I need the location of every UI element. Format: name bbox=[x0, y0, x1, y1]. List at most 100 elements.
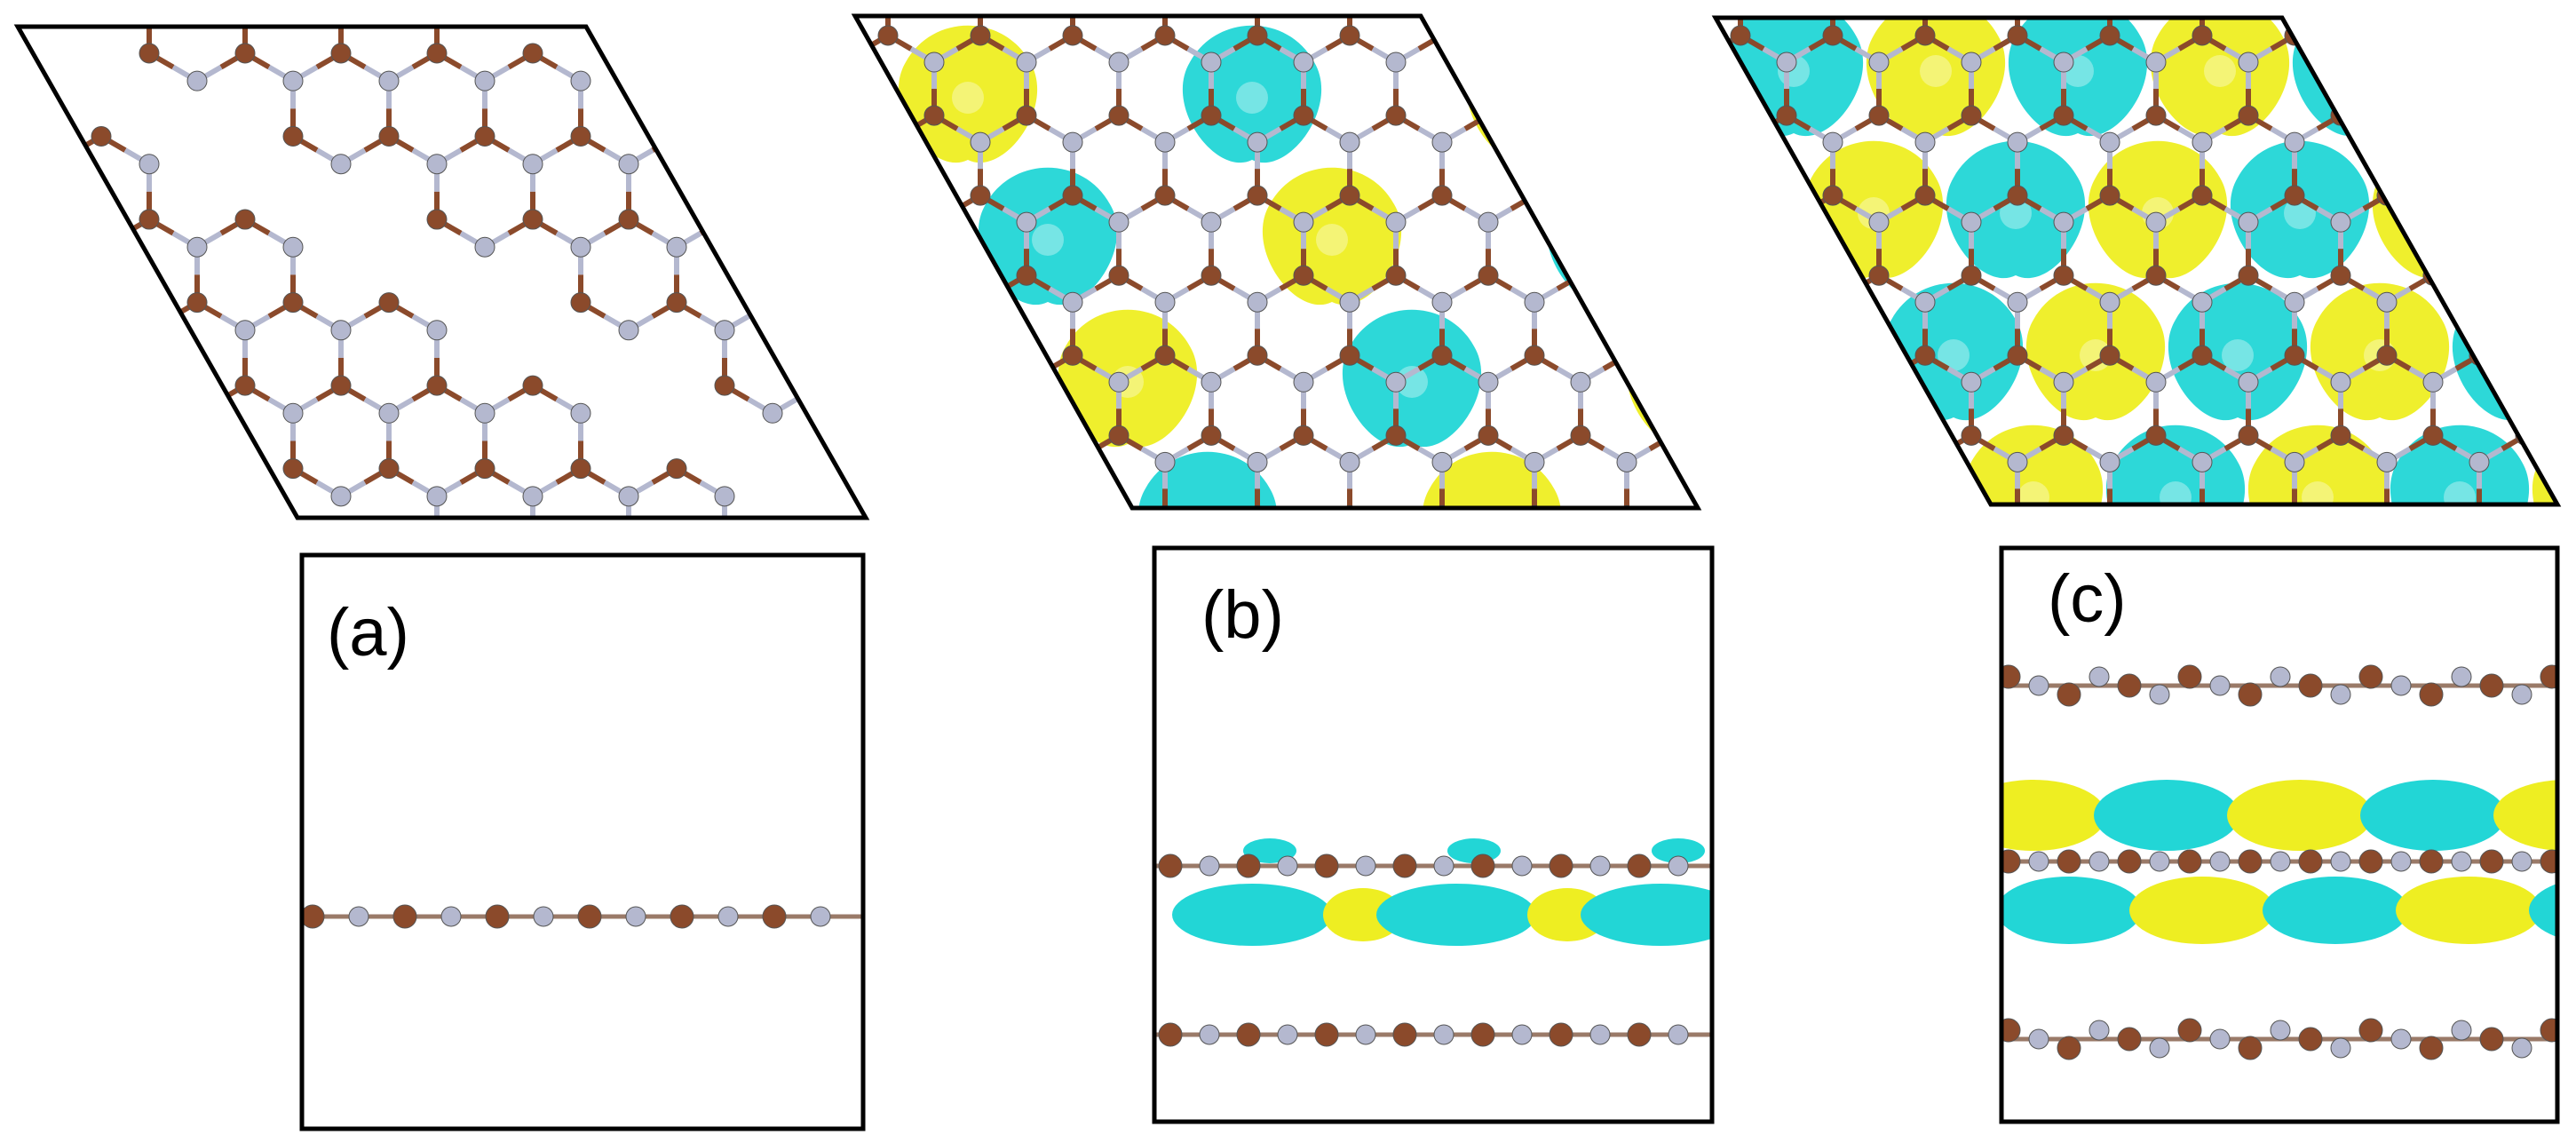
bond bbox=[2110, 515, 2133, 528]
bond bbox=[437, 884, 461, 898]
boron-atom bbox=[139, 209, 160, 230]
bond bbox=[1420, 967, 1444, 981]
bond bbox=[773, 195, 796, 209]
nitrogen-atom bbox=[2515, 211, 2536, 233]
boron-atom bbox=[1108, 105, 1129, 126]
bond bbox=[0, 400, 5, 414]
bond bbox=[868, 732, 892, 746]
bond bbox=[855, 366, 867, 385]
bond bbox=[581, 635, 605, 649]
boron-atom bbox=[1802, 826, 1821, 845]
bond bbox=[1350, 608, 1373, 622]
bond bbox=[1858, 756, 1881, 769]
bond bbox=[1540, 732, 1564, 746]
nitrogen-atom bbox=[740, 52, 759, 72]
nitrogen-atom bbox=[907, 653, 926, 672]
boron-atom bbox=[1248, 666, 1267, 686]
bond bbox=[1556, 46, 1582, 65]
bond bbox=[2477, 353, 2504, 371]
bond bbox=[1948, 849, 1971, 862]
bond bbox=[293, 635, 317, 649]
boron-atom bbox=[619, 874, 638, 893]
bond bbox=[1716, 353, 1742, 371]
boron-atom bbox=[2331, 585, 2350, 605]
nitrogen-atom bbox=[1915, 612, 1935, 631]
bond bbox=[1228, 801, 1252, 815]
nitrogen-atom bbox=[1684, 212, 1704, 232]
bond bbox=[1419, 836, 1442, 849]
nitrogen-atom bbox=[1638, 292, 1658, 312]
boron-atom bbox=[1478, 265, 1499, 286]
lobe-hole bbox=[1760, 508, 1792, 540]
bond bbox=[1060, 801, 1084, 815]
nitrogen-atom bbox=[1530, 403, 1550, 423]
bond bbox=[1716, 366, 1719, 385]
bond bbox=[916, 482, 940, 496]
bond bbox=[797, 980, 820, 995]
boron-atom bbox=[1050, 791, 1070, 811]
bond bbox=[365, 967, 389, 981]
bond bbox=[773, 732, 797, 746]
nitrogen-atom bbox=[1578, 653, 1597, 672]
bond bbox=[964, 303, 988, 317]
boron-atom bbox=[379, 957, 399, 977]
bond bbox=[1165, 608, 1188, 622]
bond bbox=[2362, 33, 2389, 52]
bond bbox=[1684, 814, 1708, 829]
bond bbox=[2179, 515, 2202, 528]
bond bbox=[1627, 676, 1650, 689]
bond bbox=[886, 446, 913, 464]
boron-atom bbox=[811, 542, 830, 561]
nitrogen-atom bbox=[379, 735, 399, 755]
bond bbox=[1927, 756, 1950, 769]
bond bbox=[1650, 756, 1673, 769]
bond bbox=[2250, 608, 2273, 622]
bond bbox=[2341, 756, 2364, 769]
nitrogen-atom bbox=[1154, 451, 1176, 472]
bond bbox=[1511, 608, 1534, 622]
bond bbox=[1579, 273, 1605, 291]
nitrogen-atom bbox=[378, 70, 400, 91]
nitrogen-atom bbox=[1617, 612, 1637, 631]
boron-atom bbox=[2310, 746, 2329, 766]
nitrogen-atom bbox=[1822, 291, 1843, 313]
bond bbox=[1625, 286, 1652, 305]
boron-atom bbox=[1770, 874, 1789, 893]
bond bbox=[843, 64, 866, 83]
nitrogen-atom bbox=[570, 402, 591, 424]
nitrogen-atom bbox=[2422, 211, 2444, 233]
bond bbox=[1096, 595, 1119, 608]
boron-atom bbox=[2192, 505, 2212, 525]
bond bbox=[2548, 608, 2572, 622]
bond bbox=[2458, 769, 2481, 782]
bond bbox=[1486, 46, 1513, 65]
boron-atom bbox=[1822, 345, 1843, 366]
bond bbox=[979, 446, 1005, 464]
bond bbox=[1579, 206, 1605, 225]
nitrogen-atom bbox=[2284, 451, 2305, 472]
bond bbox=[1060, 898, 1084, 912]
bond bbox=[1373, 689, 1396, 702]
nitrogen-atom bbox=[763, 735, 782, 755]
bond bbox=[2017, 515, 2041, 528]
nitrogen-atom bbox=[1524, 131, 1545, 153]
nitrogen-atom bbox=[667, 569, 686, 589]
nitrogen-atom bbox=[1290, 321, 1310, 340]
bond bbox=[2225, 756, 2248, 769]
nitrogen-atom bbox=[2515, 371, 2536, 393]
bond bbox=[1516, 635, 1540, 649]
bond bbox=[1650, 595, 1673, 608]
nitrogen-atom bbox=[187, 735, 207, 755]
bond bbox=[1084, 552, 1108, 566]
nitrogen-atom bbox=[1616, 451, 1637, 472]
bond bbox=[173, 566, 197, 580]
bond bbox=[932, 206, 959, 225]
bond bbox=[703, 195, 726, 209]
bond bbox=[2408, 113, 2435, 131]
boron-atom bbox=[1962, 906, 1981, 925]
bond bbox=[1625, 126, 1652, 145]
bond bbox=[2572, 36, 2576, 49]
bond bbox=[509, 884, 533, 898]
bond bbox=[1881, 769, 1904, 782]
nitrogen-atom bbox=[2263, 612, 2283, 631]
